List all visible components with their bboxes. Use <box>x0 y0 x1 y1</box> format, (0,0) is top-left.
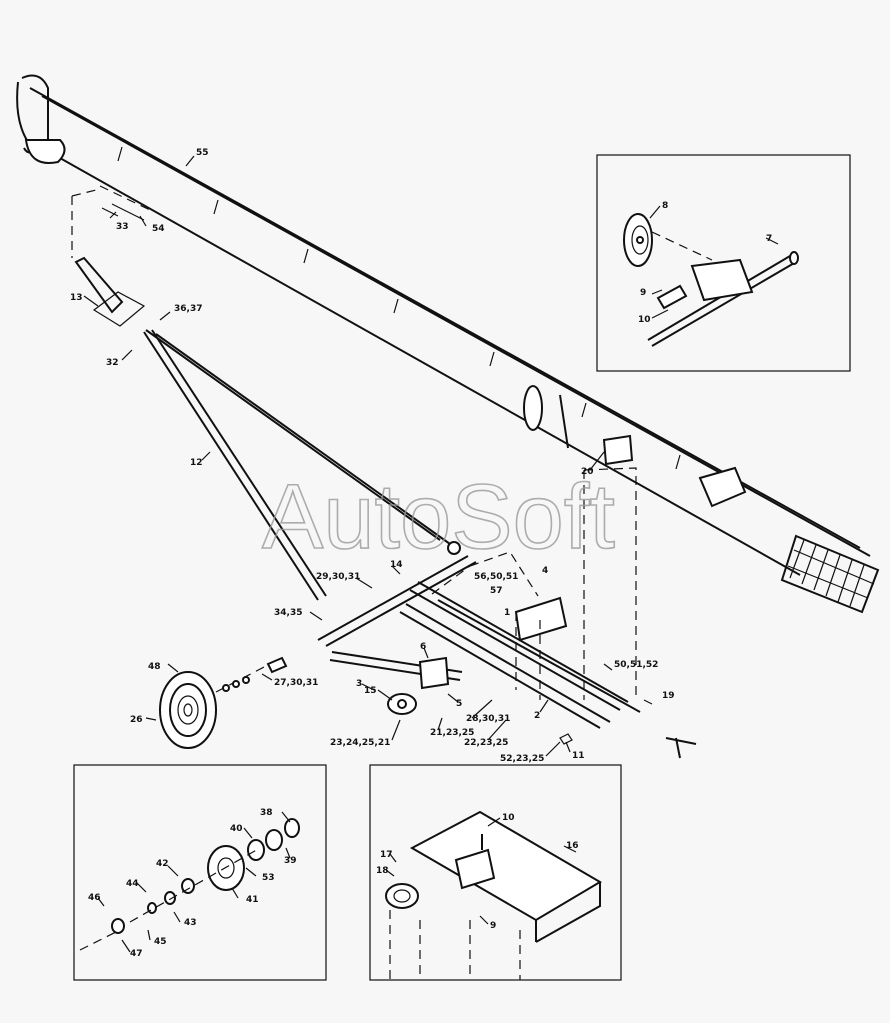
label-56-50-51: 56,50,51 <box>474 572 518 582</box>
inset2-label-38: 38 <box>260 808 273 818</box>
label-57: 57 <box>490 586 503 596</box>
inset2-label-47: 47 <box>130 949 143 959</box>
label-55: 55 <box>196 148 209 158</box>
label-50-51-52: 50,51,52 <box>614 660 658 670</box>
label-19: 19 <box>662 691 675 701</box>
inset1-label-8: 8 <box>662 201 668 211</box>
intake-cage <box>780 534 880 614</box>
inset1-label-9: 9 <box>640 288 646 298</box>
label-11: 11 <box>572 751 585 761</box>
inset-drive-frame <box>369 764 622 981</box>
inset3-label-9: 9 <box>490 921 496 931</box>
label-14: 14 <box>390 560 403 570</box>
label-34-35: 34,35 <box>274 608 302 618</box>
label-21-23-25: 21,23,25 <box>430 728 474 738</box>
label-29-30-31: 29,30,31 <box>316 572 360 582</box>
label-22-23-25: 22,23,25 <box>464 738 508 748</box>
wheel <box>159 671 217 749</box>
label-52-23-25: 52,23,25 <box>500 754 544 764</box>
label-27-30-31: 27,30,31 <box>274 678 318 688</box>
label-12: 12 <box>190 458 203 468</box>
inset-pulley-frame <box>596 154 851 372</box>
inset2-label-46: 46 <box>88 893 101 903</box>
inset2-label-45: 45 <box>154 937 167 947</box>
inset3-label-10: 10 <box>502 813 515 823</box>
label-1: 1 <box>504 608 510 618</box>
label-26: 26 <box>130 715 143 725</box>
label-6: 6 <box>420 642 426 652</box>
label-36-37: 36,37 <box>174 304 202 314</box>
label-20: 20 <box>581 467 594 477</box>
inset2-label-44: 44 <box>126 879 139 889</box>
inset3-label-18: 18 <box>376 866 389 876</box>
label-3: 3 <box>356 679 362 689</box>
inset1-label-10: 10 <box>638 315 651 325</box>
inset2-label-43: 43 <box>184 918 197 928</box>
inset2-label-42: 42 <box>156 859 169 869</box>
auger-tube <box>16 74 880 614</box>
inset-hub-frame <box>73 764 327 981</box>
inset2-label-40: 40 <box>230 824 243 834</box>
label-15: 15 <box>364 686 377 696</box>
inset2-label-53: 53 <box>262 873 275 883</box>
label-48: 48 <box>148 662 161 672</box>
label-4: 4 <box>542 566 548 576</box>
label-5: 5 <box>456 699 462 709</box>
inset1-label-7: 7 <box>766 234 772 244</box>
label-28-30-31: 28,30,31 <box>466 714 510 724</box>
watermark-text: AutoSoft <box>262 466 615 568</box>
inset3-label-16: 16 <box>566 841 579 851</box>
label-54: 54 <box>152 224 165 234</box>
inset2-label-41: 41 <box>246 895 259 905</box>
label-32: 32 <box>106 358 119 368</box>
inset3-label-17: 17 <box>380 850 393 860</box>
label-2: 2 <box>534 711 540 721</box>
label-23-24-25-21: 23,24,25,21 <box>330 738 390 748</box>
label-13: 13 <box>70 293 83 303</box>
label-33: 33 <box>116 222 129 232</box>
inset2-label-39: 39 <box>284 856 297 866</box>
